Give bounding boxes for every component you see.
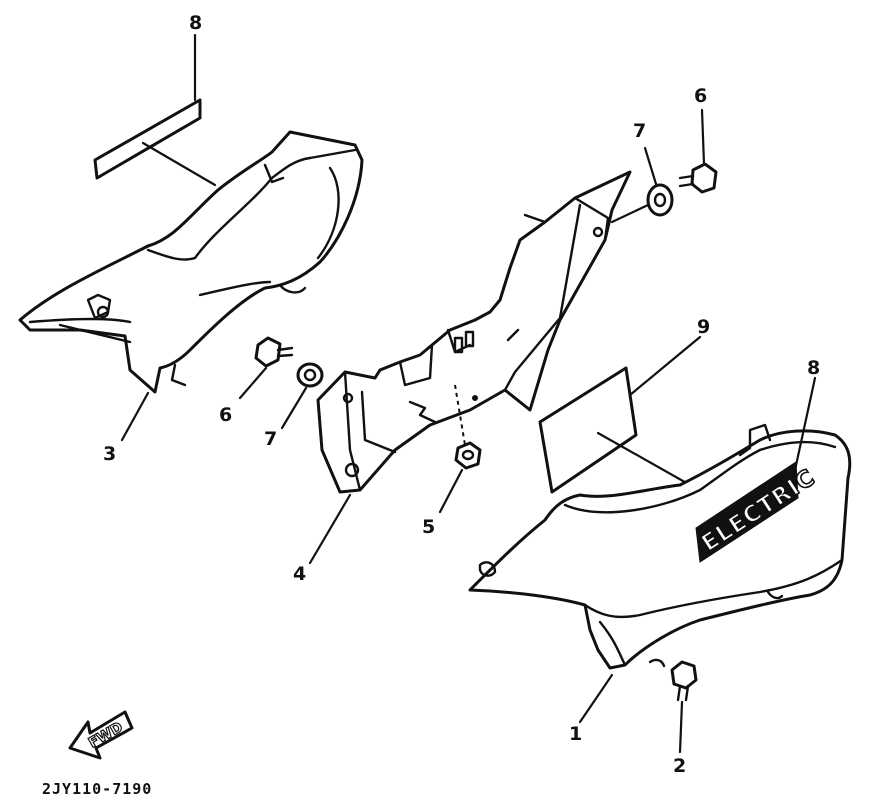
forward-direction-arrow: FWD — [68, 710, 134, 760]
callout-3: 3 — [103, 443, 116, 465]
callout-8-left: 8 — [189, 12, 202, 34]
callout-7-left: 7 — [264, 428, 277, 450]
callout-6-right: 6 — [694, 85, 707, 107]
callout-9: 9 — [697, 316, 710, 338]
part-8-label-strip-left — [93, 33, 217, 187]
callout-1: 1 — [569, 723, 582, 745]
diagram-code: 2JY110-7190 — [42, 780, 152, 798]
callout-5: 5 — [422, 516, 435, 538]
part-5-nut — [438, 384, 482, 514]
callout-6-left: 6 — [219, 404, 232, 426]
part-7-grommet-left — [280, 362, 324, 430]
part-1-right-side-cover: ELECTRIC — [468, 376, 852, 724]
callout-2: 2 — [673, 755, 686, 777]
part-6-screw-right — [678, 108, 718, 194]
callout-4: 4 — [293, 563, 306, 585]
part-9-panel-sheet — [538, 335, 702, 494]
callout-8-right: 8 — [807, 357, 820, 379]
callout-7-right: 7 — [633, 120, 646, 142]
part-4-bracket — [308, 170, 632, 565]
part-2-screw — [670, 660, 698, 754]
part-3-left-side-cover — [18, 130, 364, 442]
part-7-grommet-right — [610, 146, 674, 224]
part-6-screw-left — [238, 336, 294, 400]
